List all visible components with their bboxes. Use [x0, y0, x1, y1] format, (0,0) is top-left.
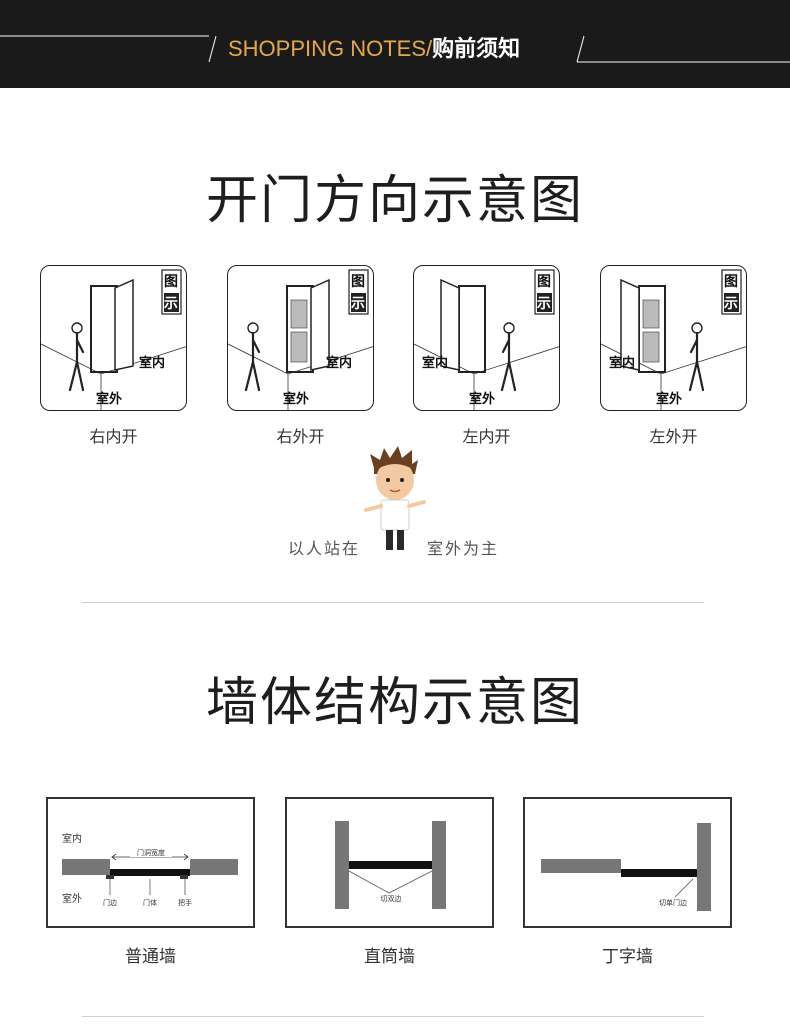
- door-card-3: 图示室内室外: [413, 265, 560, 411]
- wall-label-straight: 直筒墙: [364, 947, 415, 967]
- door-label-4: 左外开: [649, 427, 698, 446]
- door-indoor-label: 室内: [609, 356, 636, 371]
- door-badge-top: 图: [724, 274, 738, 290]
- door-indoor-label: 室内: [326, 356, 353, 371]
- header-title: SHOPPING NOTES/购前须知: [228, 34, 520, 65]
- door-card-2: 图示室内室外: [227, 265, 374, 411]
- door-badge-bottom: 示: [724, 296, 738, 312]
- door-outdoor-label: 室外: [656, 392, 683, 407]
- divider-1: [82, 602, 704, 603]
- hint-right: 室外为主: [427, 539, 500, 558]
- door-section-title: 开门方向示意图: [205, 171, 584, 231]
- straight-note: 切双边: [381, 894, 402, 903]
- ordinary-frame-label: 门边: [103, 898, 117, 907]
- door-card-1: 图示室内室外: [40, 265, 187, 411]
- straight-wall-diagram: 切双边: [335, 821, 446, 909]
- wall-card-ordinary: 室内 室外 门洞宽度 门边 门体 把手: [46, 797, 255, 928]
- door-badge-top: 图: [537, 274, 551, 290]
- wall-label-ordinary: 普通墙: [125, 947, 176, 967]
- wall-section-title: 墙体结构示意图: [205, 673, 584, 733]
- t-wall-note: 切单门边: [659, 898, 687, 907]
- door-label-1: 右内开: [89, 427, 138, 446]
- header-title-en: SHOPPING NOTES/: [228, 36, 433, 61]
- divider-2: [82, 1016, 704, 1017]
- door-badge-bottom: 示: [164, 296, 178, 312]
- door-badge-bottom: 示: [537, 296, 551, 312]
- door-card-4: 图示室内室外: [600, 265, 747, 411]
- header-title-zh: 购前须知: [432, 37, 521, 62]
- t-wall-diagram: 切单门边: [541, 823, 711, 911]
- door-badge-top: 图: [351, 274, 365, 290]
- wall-card-t-shape: 切单门边: [523, 797, 732, 928]
- door-indoor-label: 室内: [422, 356, 449, 371]
- header-decor-lines: [0, 35, 790, 63]
- ordinary-outdoor-label: 室外: [62, 892, 82, 905]
- door-outdoor-label: 室外: [96, 392, 123, 407]
- cartoon-person-icon: [364, 446, 426, 550]
- header-bar: SHOPPING NOTES/购前须知: [0, 0, 790, 88]
- door-badge-top: 图: [164, 274, 178, 290]
- ordinary-body-label: 门体: [143, 898, 157, 907]
- door-outdoor-label: 室外: [283, 392, 310, 407]
- ordinary-indoor-label: 室内: [62, 832, 82, 845]
- ordinary-width-note: 门洞宽度: [137, 848, 165, 857]
- wall-label-t-shape: 丁字墙: [602, 947, 653, 967]
- ordinary-handle-label: 把手: [178, 898, 192, 907]
- door-label-3: 左内开: [462, 427, 511, 446]
- ordinary-wall-diagram: 室内 室外 门洞宽度 门边 门体 把手: [62, 832, 238, 907]
- door-indoor-label: 室内: [139, 356, 166, 371]
- door-label-2: 右外开: [276, 427, 325, 446]
- door-badge-bottom: 示: [351, 296, 365, 312]
- hint-left: 以人站在: [288, 539, 361, 558]
- wall-card-straight: 切双边: [285, 797, 494, 928]
- door-outdoor-label: 室外: [469, 392, 496, 407]
